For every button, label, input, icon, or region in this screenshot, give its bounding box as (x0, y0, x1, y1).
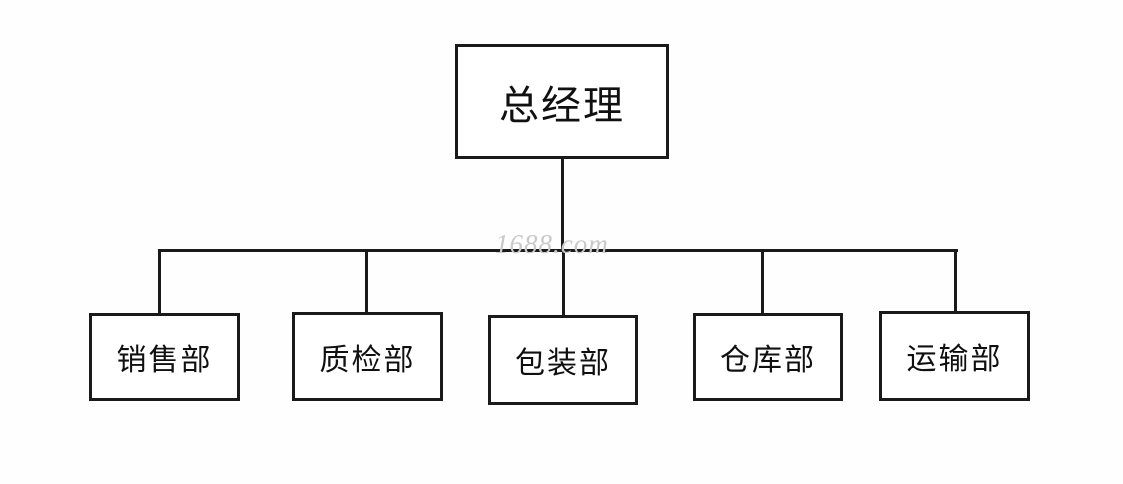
connector-drop-warehouse-dept (761, 249, 764, 313)
connector-bus (159, 249, 958, 252)
connector-drop-transport-dept (954, 249, 957, 311)
connector-drop-quality-dept (365, 249, 368, 312)
node-sales-dept[interactable]: 销售部 (89, 313, 240, 401)
node-transport-dept[interactable]: 运输部 (879, 311, 1030, 401)
connector-root-stem (561, 159, 564, 252)
node-label: 包装部 (515, 347, 611, 380)
node-quality-dept[interactable]: 质检部 (292, 312, 443, 401)
watermark-1688: 1688.com (495, 229, 609, 259)
node-label: 质检部 (319, 343, 416, 377)
node-packaging-dept[interactable]: 包装部 (488, 315, 638, 405)
node-label: 仓库部 (720, 344, 816, 377)
node-label: 销售部 (116, 344, 213, 377)
node-general-manager[interactable]: 总经理 (455, 44, 669, 159)
connector-drop-sales-dept (158, 249, 161, 313)
node-label: 运输部 (906, 343, 1003, 376)
node-label: 总经理 (499, 82, 625, 128)
connector-drop-packaging-dept (562, 249, 565, 315)
node-warehouse-dept[interactable]: 仓库部 (693, 313, 843, 401)
